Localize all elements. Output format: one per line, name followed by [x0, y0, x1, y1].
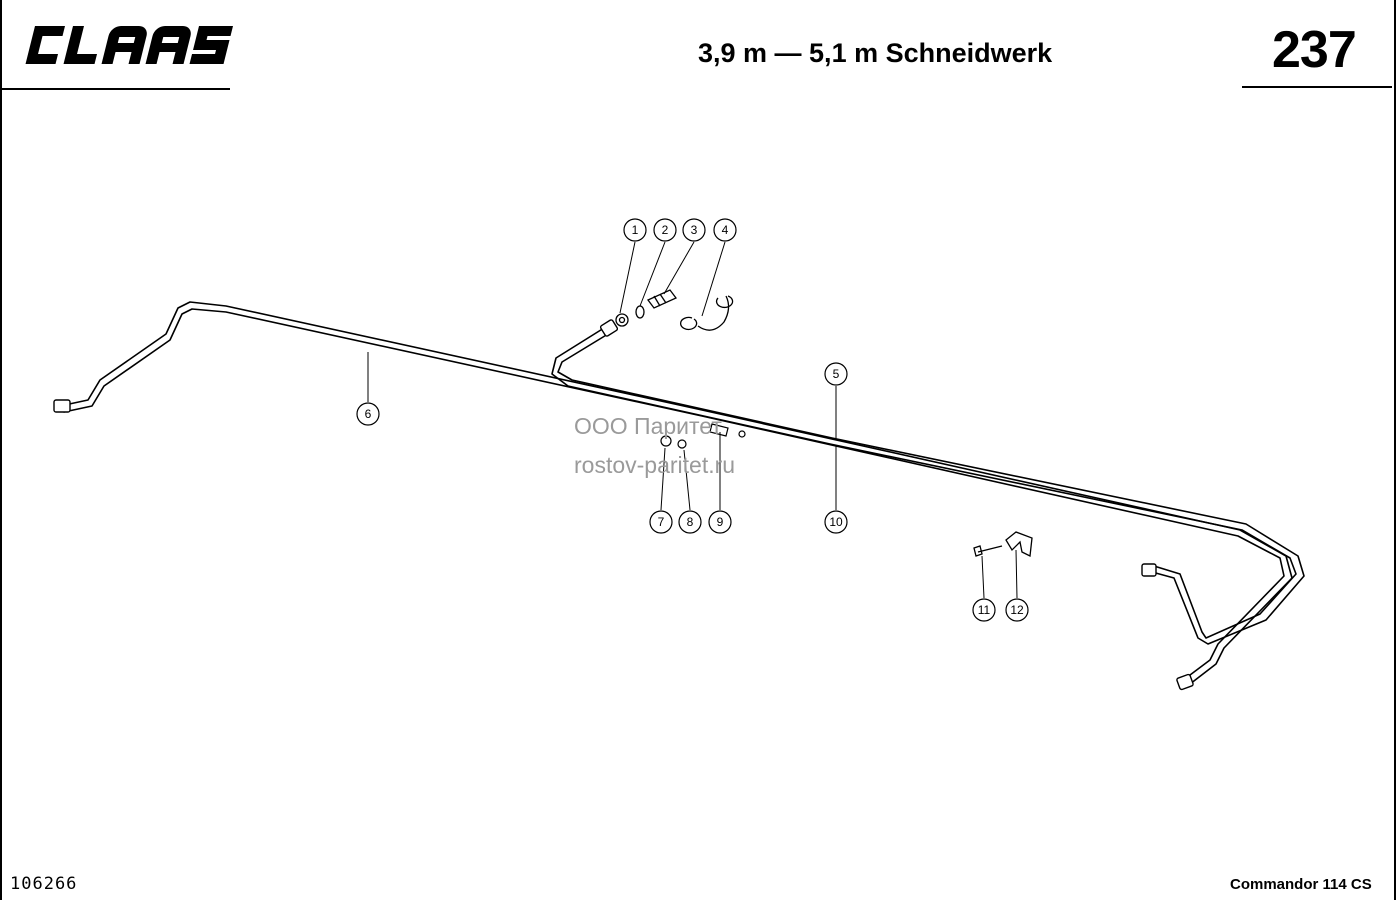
hydraulic-pipe-10-inner: [551, 327, 1297, 639]
svg-text:7: 7: [658, 515, 665, 529]
callout-7: 7: [649, 510, 673, 534]
svg-text:12: 12: [1010, 603, 1024, 617]
model-name: Commandor 114 CS: [1230, 876, 1372, 893]
svg-text:2: 2: [662, 223, 669, 237]
fitting-top: [599, 319, 619, 337]
watermark-url: rostov-paritet.ru: [574, 452, 736, 478]
hydraulic-pipe-6-inner: [63, 308, 1285, 679]
svg-text:3: 3: [691, 223, 698, 237]
svg-text:5: 5: [833, 367, 840, 381]
part-9: [709, 423, 729, 437]
svg-text:4: 4: [722, 223, 729, 237]
page-number: 237: [1272, 21, 1357, 79]
callout-3: 3: [682, 218, 706, 242]
bolt-part-11: [973, 545, 1003, 557]
cap-part-4: [679, 295, 734, 331]
header-rule-left: [2, 88, 230, 90]
svg-text:11: 11: [978, 603, 991, 617]
callout-10: 10: [824, 510, 848, 534]
callout-9: 9: [708, 510, 732, 534]
watermark-company: ООО Паритет: [574, 413, 722, 439]
hydraulic-pipe-6: [59, 301, 1293, 685]
callout-6: 6: [356, 402, 380, 426]
header-rule-right: [1242, 86, 1392, 88]
clamp-part-12: [1005, 531, 1033, 557]
frame-right-edge: [1394, 0, 1396, 900]
nipple-part-3: [646, 289, 678, 309]
svg-text:8: 8: [687, 515, 694, 529]
page-title: 3,9 m — 5,1 m Schneidwerk: [698, 38, 1053, 68]
document-id: 106266: [10, 874, 78, 894]
fitting-left: [53, 399, 71, 413]
washer-part-2: [635, 305, 645, 319]
part-7: [660, 435, 672, 447]
svg-text:1: 1: [632, 223, 639, 237]
fitting-right-upper: [1141, 563, 1157, 577]
part-8: [677, 439, 687, 449]
callout-8: 8: [678, 510, 702, 534]
callout-5: 5: [824, 362, 848, 386]
fitting-right-lower: [1176, 673, 1194, 691]
claas-logo: [25, 26, 234, 64]
callout-2: 2: [653, 218, 677, 242]
svg-text:9: 9: [717, 515, 724, 529]
callout-12: 12: [1005, 598, 1029, 622]
callout-1: 1: [623, 218, 647, 242]
hydraulic-pipe-10: [557, 333, 1305, 645]
svg-text:10: 10: [829, 515, 843, 529]
callout-4: 4: [713, 218, 737, 242]
svg-text:6: 6: [365, 407, 372, 421]
callout-11: 11: [972, 598, 996, 622]
